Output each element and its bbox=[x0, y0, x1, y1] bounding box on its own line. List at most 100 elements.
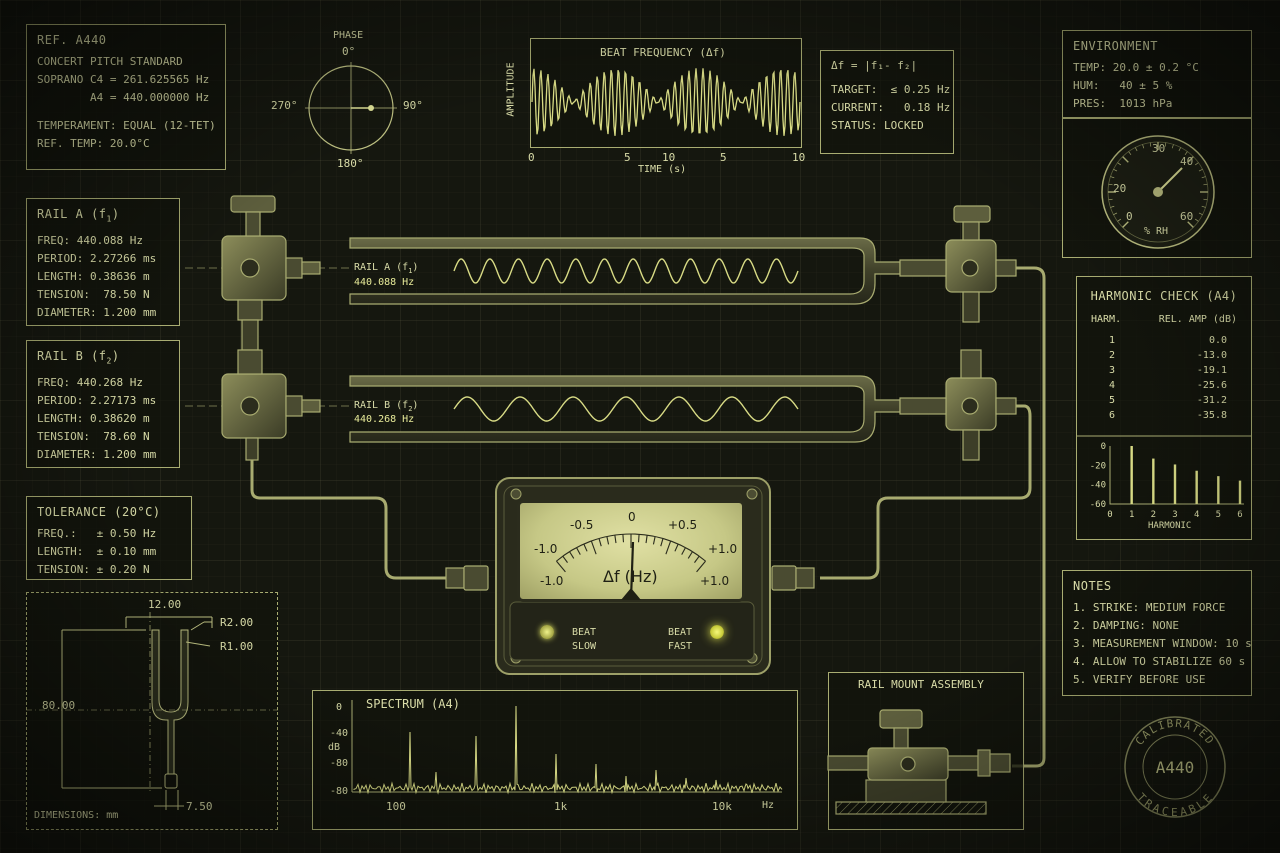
harmonic-number: 3 bbox=[1109, 365, 1116, 376]
meter-tick bbox=[665, 540, 672, 555]
meter-tick bbox=[681, 547, 686, 555]
harmonic-bar bbox=[1152, 458, 1155, 504]
meter-tick bbox=[696, 560, 706, 573]
harmonic-row: 2 -13.0 bbox=[1087, 348, 1241, 363]
meter-tick bbox=[694, 555, 700, 563]
harmonic-row: 6 -35.8 bbox=[1087, 408, 1241, 423]
note-5: 5. VERIFY BEFORE USE bbox=[1073, 673, 1206, 686]
meter-tick bbox=[576, 547, 581, 555]
harmonic-number: 5 bbox=[1109, 395, 1116, 406]
harmonic-xtick: 0 bbox=[1107, 510, 1112, 520]
seal-top-text: CALIBRATED bbox=[1133, 717, 1216, 748]
beat-slow-label: BEAT SLOW bbox=[572, 627, 597, 652]
harmonic-amp: -19.1 bbox=[1196, 365, 1227, 376]
fork-a-freq: 440.088 Hz bbox=[354, 277, 415, 288]
harmonic-bar bbox=[1130, 446, 1133, 504]
spectrum-x1k: 1k bbox=[554, 800, 568, 813]
fork-a-label: RAIL A (f1) bbox=[354, 262, 419, 275]
note-2: 2. DAMPING: NONE bbox=[1073, 619, 1179, 632]
harmonic-bar bbox=[1238, 480, 1242, 504]
harmonic-bar bbox=[1195, 470, 1198, 504]
harmonic-xtick: 1 bbox=[1129, 510, 1134, 520]
svg-text:CALIBRATED: CALIBRATED bbox=[1133, 717, 1217, 748]
harmonic-row: 4 -25.6 bbox=[1087, 378, 1241, 393]
meter-unit-label: Δf (Hz) bbox=[603, 567, 658, 586]
harmonic-bar bbox=[1173, 464, 1177, 504]
meter-tick bbox=[622, 534, 625, 543]
harmonic-amp: -25.6 bbox=[1196, 380, 1227, 391]
meter-tick bbox=[687, 551, 693, 559]
svg-text:TRACEABLE: TRACEABLE bbox=[1134, 791, 1215, 819]
seal-bottom-text: TRACEABLE bbox=[1134, 791, 1214, 819]
spectrum-x10k: 10k bbox=[712, 800, 732, 813]
rail-mount-drawing bbox=[827, 709, 1011, 815]
meter-scale-p05: +0.5 bbox=[668, 518, 698, 532]
beat-slow-led bbox=[540, 625, 554, 639]
spectrum-ylabel: dB bbox=[328, 742, 341, 753]
meter-tick bbox=[614, 535, 617, 544]
harmonic-xtick: 6 bbox=[1237, 510, 1242, 520]
harmonic-row: 5-31.2 bbox=[1087, 393, 1241, 408]
note-3: 3. MEASUREMENT WINDOW: 10 s bbox=[1073, 637, 1252, 650]
meter-tick bbox=[583, 543, 588, 552]
harmonic-xtick: 2 bbox=[1151, 510, 1156, 520]
harmonic-col-amp: REL. AMP (dB) bbox=[1158, 314, 1237, 325]
harmonic-ytick: -60 bbox=[1090, 500, 1106, 510]
harmonic-number: 6 bbox=[1109, 410, 1116, 421]
harmonic-number: 1 bbox=[1109, 335, 1116, 346]
harmonic-ytick: -40 bbox=[1090, 481, 1106, 491]
spectrum-x100: 100 bbox=[386, 800, 406, 813]
harmonic-title: HARMONIC CHECK (A4) bbox=[1090, 289, 1238, 303]
meter-tick bbox=[562, 555, 568, 563]
meter-tick bbox=[569, 551, 575, 559]
note-1: 1. STRIKE: MEDIUM FORCE bbox=[1073, 601, 1226, 614]
harmonic-row: 3 -19.1 bbox=[1087, 363, 1241, 378]
spectrum-y0: 0 bbox=[336, 702, 343, 713]
harmonic-axis bbox=[1109, 446, 1244, 505]
harmonic-ytick: 0 bbox=[1101, 442, 1106, 452]
meter-tick bbox=[606, 536, 610, 545]
harmonic-number: 4 bbox=[1109, 380, 1116, 391]
calibration-seal: CALIBRATED TRACEABLE A440 bbox=[1124, 716, 1226, 819]
note-4: 4. ALLOW TO STABILIZE 60 s bbox=[1073, 655, 1246, 668]
harmonic-xlabel: HARMONIC bbox=[1148, 521, 1192, 531]
notes-panel: NOTES 1. STRIKE: MEDIUM FORCE 2. DAMPING… bbox=[1062, 570, 1252, 696]
harmonic-ytick: -20 bbox=[1090, 461, 1106, 471]
meter-scale-0: 0 bbox=[628, 510, 636, 524]
spectrum-plot bbox=[351, 700, 783, 795]
fork-b-freq: 440.268 Hz bbox=[354, 414, 415, 425]
meter-tick bbox=[660, 538, 664, 547]
spectrum-y80a: -80 bbox=[330, 758, 349, 769]
harmonic-col-harm: HARM. bbox=[1091, 314, 1122, 325]
meter-scale-m05: -0.5 bbox=[570, 518, 594, 532]
harmonic-xtick: 5 bbox=[1216, 510, 1221, 520]
notes-title: NOTES bbox=[1073, 579, 1112, 593]
spectrum-y80b: -80 bbox=[330, 786, 349, 797]
harmonic-amp: -13.0 bbox=[1196, 350, 1227, 361]
beat-fast-label: BEAT FAST bbox=[668, 627, 693, 652]
spectrum-xunit: Hz bbox=[762, 800, 775, 811]
beat-fast-led bbox=[710, 625, 724, 639]
meter-tick bbox=[645, 535, 648, 544]
spectrum-y40: -40 bbox=[330, 728, 349, 739]
meter-tick bbox=[556, 560, 566, 573]
fork-b-label: RAIL B (f2) bbox=[354, 400, 419, 413]
harmonic-amp: 0.0 bbox=[1208, 335, 1227, 346]
meter-tick bbox=[598, 538, 602, 547]
seal-center-text: A440 bbox=[1156, 758, 1195, 777]
meter-tick bbox=[590, 540, 597, 555]
harmonic-xtick: 4 bbox=[1194, 510, 1199, 520]
harmonic-amp: -35.8 bbox=[1196, 410, 1227, 421]
harmonic-xtick: 3 bbox=[1172, 510, 1177, 520]
harmonic-header: HARM. REL. AMP (dB) bbox=[1087, 311, 1241, 329]
meter-tick bbox=[652, 536, 656, 545]
meter-scale-high: +1.0 bbox=[700, 574, 730, 588]
harmonic-bar bbox=[1217, 476, 1220, 504]
harmonic-number: 2 bbox=[1109, 350, 1116, 361]
meter-scale-m1: -1.0 bbox=[534, 542, 558, 556]
meter-tick bbox=[637, 534, 640, 543]
meter-tick bbox=[674, 543, 679, 552]
meter-scale-low: -1.0 bbox=[540, 574, 564, 588]
